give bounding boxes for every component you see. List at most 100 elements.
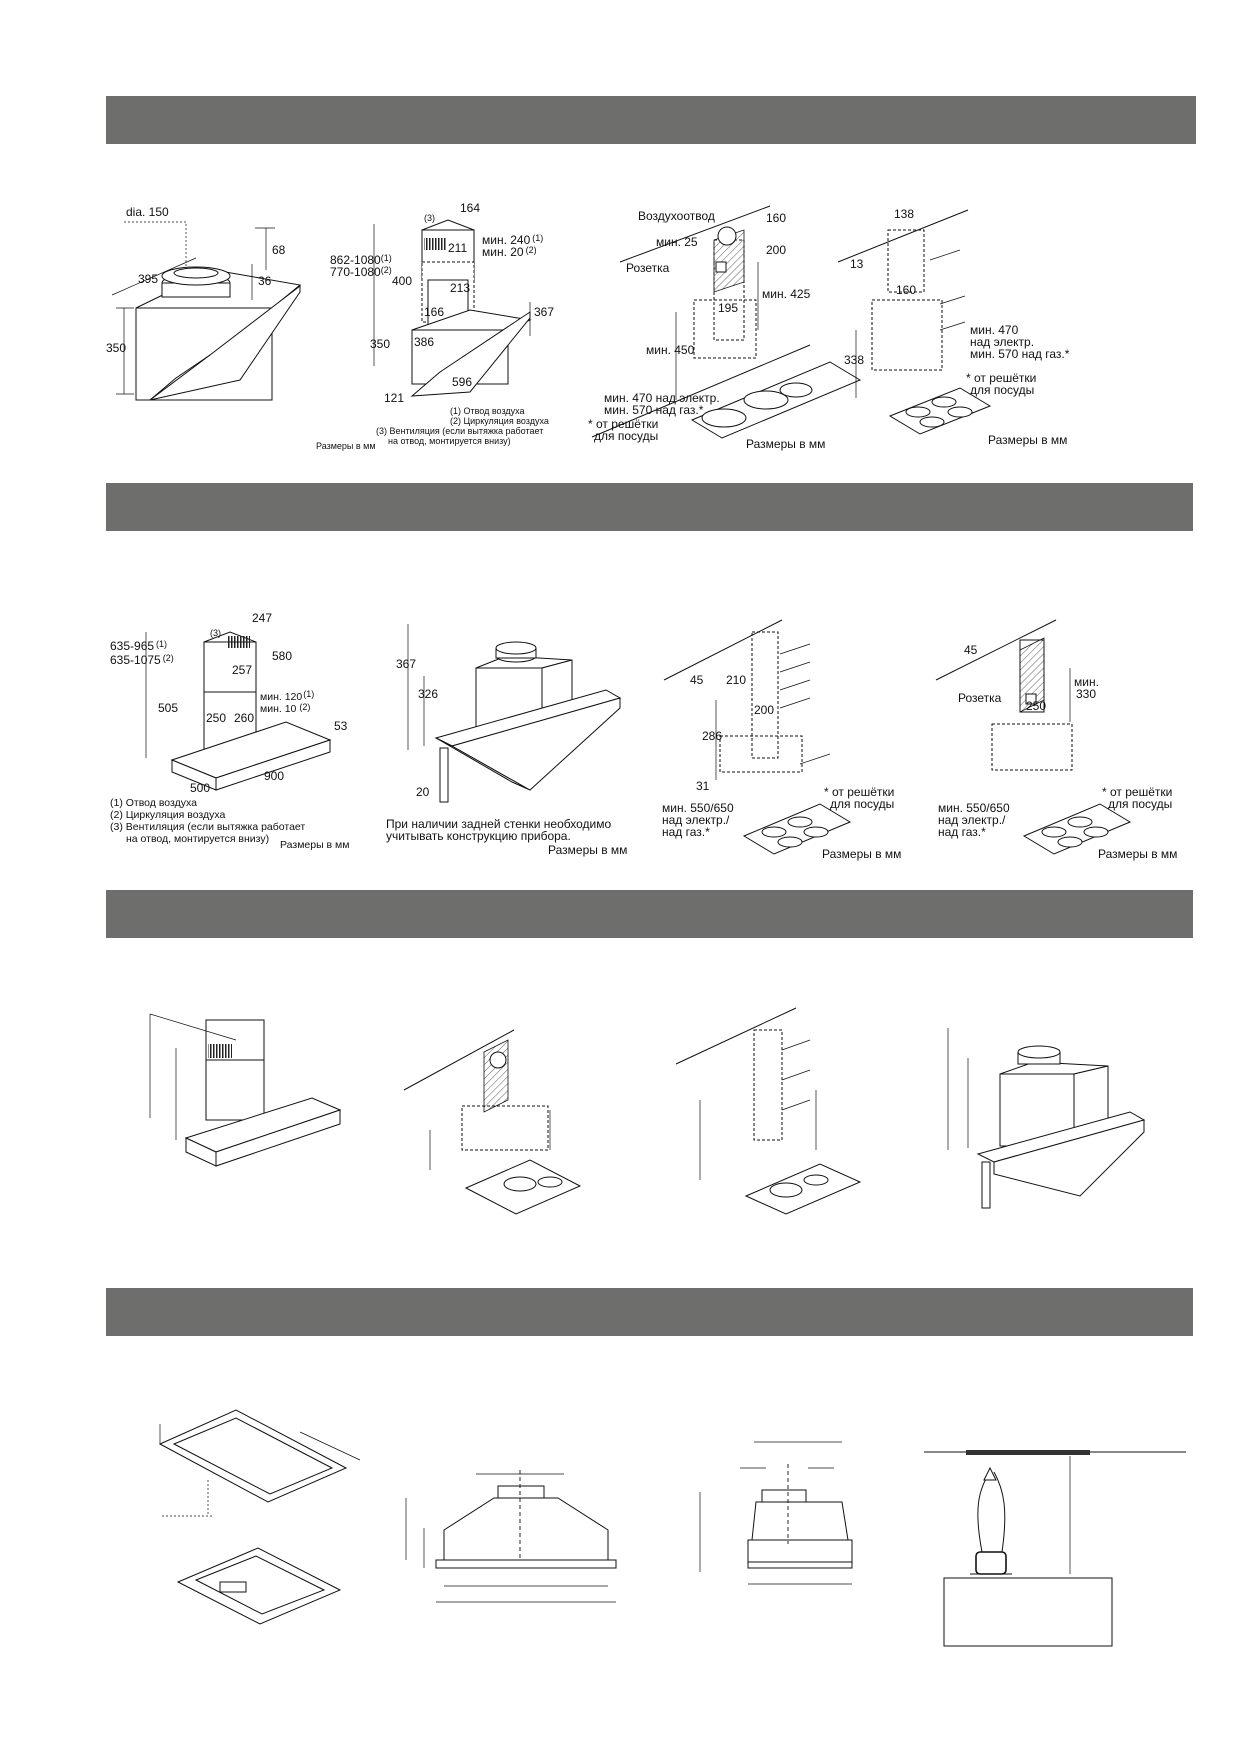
note-over-electric: над электр./ (938, 813, 1006, 827)
note-grate-1: * от решётки (588, 417, 658, 431)
note-grate-2: для посуды (594, 429, 658, 443)
section-band-2 (106, 483, 1193, 531)
note-3: (3) (210, 628, 221, 638)
legend-4: на отвод, монтируется внизу) (126, 833, 269, 845)
dim-45: 45 (964, 643, 978, 657)
dim-dia: dia. 150 (126, 205, 169, 219)
legend-3: (3) Вентиляция (если вытяжка работает (110, 821, 305, 833)
section-band-1 (106, 96, 1196, 144)
note-min-570: мин. 570 над газ.* (970, 347, 1070, 361)
dim-45: 45 (690, 673, 704, 687)
units-label: Размеры в мм (548, 843, 627, 857)
dim-min-240: мин. 240(1) (482, 233, 543, 247)
dim-326: 326 (418, 687, 438, 701)
note-min-470: мин. 470 над электр. (604, 391, 720, 405)
dim-min: мин. (1074, 675, 1099, 689)
figure-wall-layout-1: Воздухоотвод мин. 25 160 200 Розетка 195… (588, 205, 862, 451)
note-grate-2: для посуды (970, 383, 1034, 397)
label-socket: Розетка (958, 691, 1002, 705)
units-label: Размеры в мм (280, 839, 350, 851)
note-grate-1: * от решётки (824, 785, 894, 799)
dim-138: 138 (894, 207, 914, 221)
figure-inclined-hood-chimney: (3) 164 211 213 400 166 350 386 121 596 … (316, 201, 554, 451)
dim-31: 31 (696, 779, 710, 793)
note-grate-2: для посуды (830, 797, 894, 811)
note-back-wall-2: учитывать конструкцию прибора. (386, 829, 571, 843)
dim-20: 20 (416, 785, 430, 799)
legend-4: на отвод, монтируется внизу) (388, 436, 511, 446)
legend-3: (3) Вентиляция (если вытяжка работает (376, 426, 543, 436)
dim-900: 900 (264, 769, 284, 783)
dim-213: 213 (450, 281, 470, 295)
figure-wall-layout-2: 138 13 160 338 мин. 470 над электр. мин.… (837, 207, 1070, 447)
note-grate-1: * от решётки (1102, 785, 1172, 799)
dim-596: 596 (452, 375, 472, 389)
dim-height-2: 770-1080(2) (330, 265, 392, 279)
dim-286: 286 (702, 729, 722, 743)
figure-row3-wall-mount (675, 1007, 862, 1215)
dim-200: 200 (754, 703, 774, 717)
dim-160: 160 (896, 283, 916, 297)
note-min-550: мин. 550/650 (938, 801, 1010, 815)
dim-53: 53 (334, 719, 348, 733)
figure-row3-wall-layout (403, 1029, 582, 1215)
note-over-electric: над электр./ (662, 813, 730, 827)
dim-330: 330 (1076, 687, 1096, 701)
dim-160: 160 (766, 211, 786, 225)
units-label: Размеры в мм (1098, 847, 1177, 861)
dim-166: 166 (424, 305, 444, 319)
dim-min-450: мин. 450 (646, 343, 695, 357)
dim-height-1: 862-1080(1) (330, 253, 392, 267)
note-min-470: мин. 470 (970, 323, 1019, 337)
figure-row4-front-1 (405, 1470, 617, 1603)
figure-side-view: 367 326 20 При наличии задней стенки нео… (386, 624, 627, 857)
label-socket: Розетка (626, 261, 670, 275)
dim-min-20: мин. 20(2) (482, 245, 537, 259)
dim-247: 247 (252, 611, 272, 625)
dim-210: 210 (726, 673, 746, 687)
note-over-gas: над газ.* (938, 825, 986, 839)
note-grate-2: для посуды (1108, 797, 1172, 811)
dim-211: 211 (448, 241, 467, 255)
dim-400: 400 (392, 274, 412, 288)
units-label: Размеры в мм (988, 433, 1067, 447)
note-over-gas: над газ.* (662, 825, 710, 839)
figure-inclined-hood: dia. 150 68 395 36 350 (106, 205, 302, 401)
dim-36: 36 (258, 274, 272, 288)
note-3: (3) (424, 213, 435, 223)
dim-h1: 635-965(1) (110, 639, 167, 653)
section-band-3 (106, 890, 1193, 938)
units-label: Размеры в мм (316, 441, 376, 451)
dim-350: 350 (370, 337, 390, 351)
legend-1: (1) Отвод воздуха (450, 406, 525, 416)
figure-row4-filter (158, 1409, 361, 1625)
note-min-550: мин. 550/650 (662, 801, 734, 815)
legend-1: (1) Отвод воздуха (110, 797, 197, 809)
label-air-outlet: Воздухоотвод (638, 209, 715, 223)
dim-500: 500 (190, 781, 210, 795)
dim-13: 13 (850, 257, 864, 271)
dim-580: 580 (272, 649, 292, 663)
figure-row4-airflow (924, 1450, 1186, 1647)
legend-2: (2) Циркуляция воздуха (450, 416, 549, 426)
dim-min-10: мин. 10(2) (260, 702, 310, 715)
dim-250: 250 (206, 711, 226, 725)
dim-h2: 635-1075(2) (110, 653, 174, 667)
figure-chimney-hood: (3) 247 580 257 505 250 260 53 500 900 6… (110, 611, 350, 851)
dim-164: 164 (460, 201, 480, 215)
note-min-570: мин. 570 над газ.* (604, 403, 704, 417)
figure-row3-side-view (947, 1028, 1146, 1209)
dim-200: 200 (766, 243, 786, 257)
dim-min-25: мин. 25 (656, 235, 698, 249)
dim-260: 260 (234, 711, 254, 725)
figure-wall-layout-chimney: 45 Розетка 250 мин. 330 * от решётки для… (935, 619, 1177, 861)
units-label: Размеры в мм (746, 437, 825, 451)
dim-367: 367 (396, 657, 416, 671)
legend-2: (2) Циркуляция воздуха (110, 809, 226, 821)
dim-250: 250 (1026, 699, 1046, 713)
figure-wall-mount-chimney: 45 210 200 286 31 * от решётки для посуд… (662, 619, 901, 861)
dim-min-120: мин. 120(1) (260, 689, 314, 703)
dim-257: 257 (232, 663, 252, 677)
dim-350: 350 (106, 341, 126, 355)
note-back-wall-1: При наличии задней стенки необходимо (386, 817, 611, 831)
